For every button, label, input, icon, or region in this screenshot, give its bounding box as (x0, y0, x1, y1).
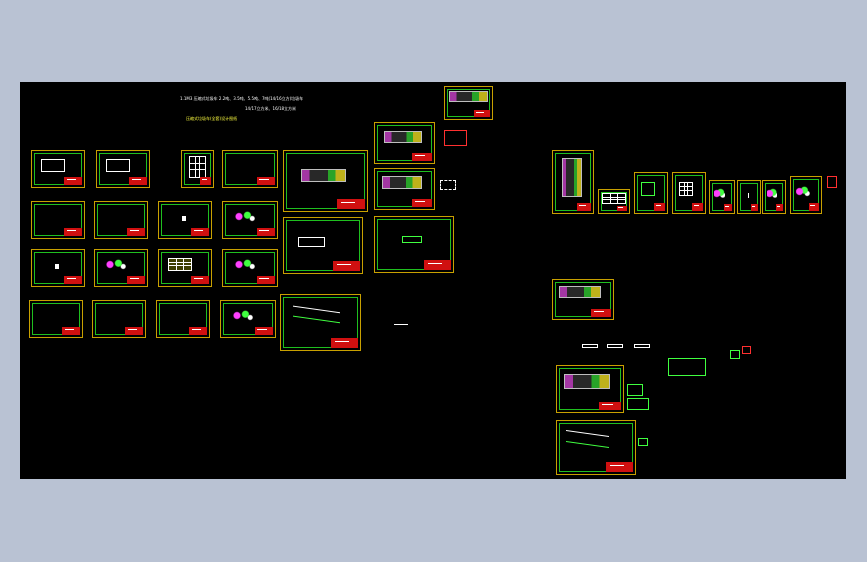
drawing-title-line2: 14/17立方米、16/18立方米 (245, 106, 297, 111)
sheet-d1[interactable] (29, 300, 83, 338)
sheet-r8[interactable] (790, 176, 822, 214)
sheet-r3[interactable] (634, 172, 668, 214)
sheet-b4[interactable] (222, 201, 278, 239)
fragment-part-1[interactable] (730, 350, 740, 359)
drawing-title-line1: 1.1M3 压缩式垃圾车 2.2吨、3.5吨、5.5吨、7吨(14/16立方)垃… (180, 96, 304, 101)
fragment-part-2[interactable] (742, 346, 751, 354)
sheet-m7[interactable] (444, 86, 493, 120)
sheet-m4[interactable] (374, 122, 435, 164)
sheet-m1[interactable] (283, 150, 368, 212)
sheet-c2[interactable] (94, 249, 148, 287)
sheet-c3[interactable] (158, 249, 212, 287)
sheet-r2[interactable] (598, 189, 630, 214)
sheet-r11[interactable] (556, 420, 636, 475)
sheet-m5[interactable] (374, 168, 435, 210)
sheet-m6[interactable] (374, 216, 454, 273)
fragment-small-red[interactable] (444, 130, 467, 146)
fragment-right-edge[interactable] (827, 176, 837, 188)
sheet-r10[interactable] (556, 365, 624, 413)
sheet-a2[interactable] (96, 150, 150, 188)
sheet-m3[interactable] (280, 294, 361, 351)
sheet-a1[interactable] (31, 150, 85, 188)
drawing-canvas[interactable] (20, 82, 846, 479)
fragment-truck-view[interactable] (668, 358, 706, 376)
sheet-r5[interactable] (709, 180, 735, 214)
sheet-d4[interactable] (220, 300, 276, 338)
fragment-line (394, 324, 408, 325)
sheet-r4[interactable] (672, 172, 706, 214)
sheet-b3[interactable] (158, 201, 212, 239)
fragment-part-5[interactable] (638, 438, 648, 446)
sheet-b1[interactable] (31, 201, 85, 239)
sheet-c4[interactable] (222, 249, 278, 287)
fragment-part-4[interactable] (627, 398, 649, 410)
sheet-r7[interactable] (762, 180, 786, 214)
sheet-a4[interactable] (222, 150, 278, 188)
sheet-m2[interactable] (283, 217, 363, 274)
fragment-bracket (440, 180, 456, 190)
fragment-part-3[interactable] (627, 384, 643, 396)
sheet-d3[interactable] (156, 300, 210, 338)
sheet-c1[interactable] (31, 249, 85, 287)
fragment-label-2 (607, 344, 623, 348)
sheet-r6[interactable] (737, 180, 761, 214)
fragment-label-3 (634, 344, 650, 348)
sheet-r1[interactable] (552, 150, 594, 214)
sheet-r9[interactable] (552, 279, 614, 320)
sheet-d2[interactable] (92, 300, 146, 338)
sheet-a3[interactable] (181, 150, 214, 188)
drawing-title-line3: 压缩式垃圾车(全套)设计图纸 (186, 116, 238, 121)
sheet-b2[interactable] (94, 201, 148, 239)
fragment-label-1 (582, 344, 598, 348)
